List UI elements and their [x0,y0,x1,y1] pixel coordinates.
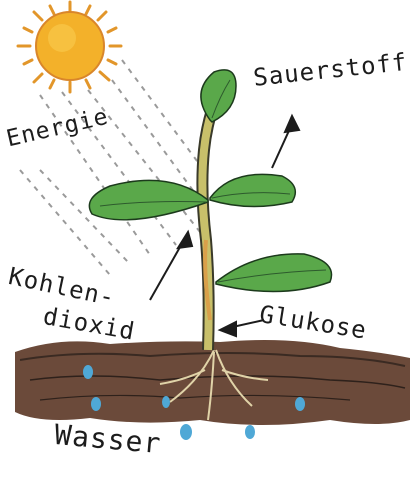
sunlight-rays [20,60,200,275]
sun-icon [18,2,121,92]
stem [202,110,212,350]
